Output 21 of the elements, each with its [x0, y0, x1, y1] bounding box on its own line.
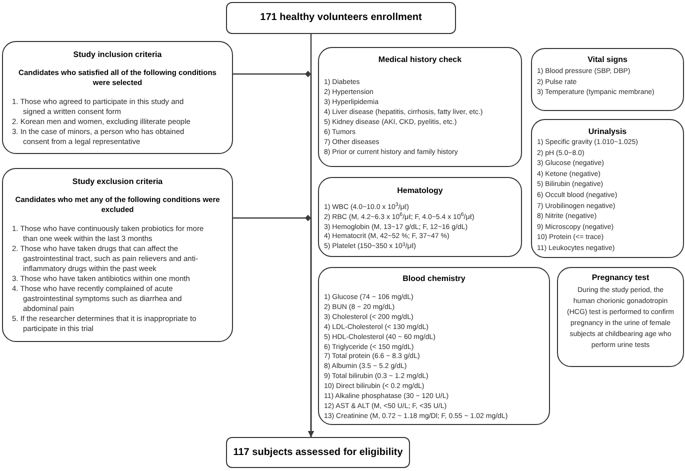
test-panel: [557, 267, 684, 367]
box-heading: Pregnancy test: [590, 273, 650, 283]
criteria-box: [2, 41, 233, 154]
test-panel: [531, 119, 684, 258]
box-heading: Medical history check: [377, 55, 463, 65]
criteria-box: [2, 168, 233, 342]
test-panel: [318, 177, 522, 257]
process-box: [226, 2, 456, 34]
box-heading: Study inclusion criteria: [72, 50, 163, 60]
box-heading: Blood chemistry: [402, 274, 466, 284]
process-box: [226, 437, 410, 468]
test-panel: [318, 47, 522, 167]
box-title: 117 subjects assessed for eligibility: [233, 446, 403, 458]
box-heading: Study exclusion criteria: [71, 177, 164, 187]
box-heading: Hematology: [396, 186, 444, 196]
test-panel: [318, 267, 550, 425]
arrow: [233, 214, 314, 437]
box-title: 171 healthy volunteers enrollment: [260, 12, 422, 24]
box-heading: Vital signs: [586, 55, 628, 65]
test-panel: [531, 48, 684, 111]
box-heading: Urinalysis: [587, 127, 628, 137]
